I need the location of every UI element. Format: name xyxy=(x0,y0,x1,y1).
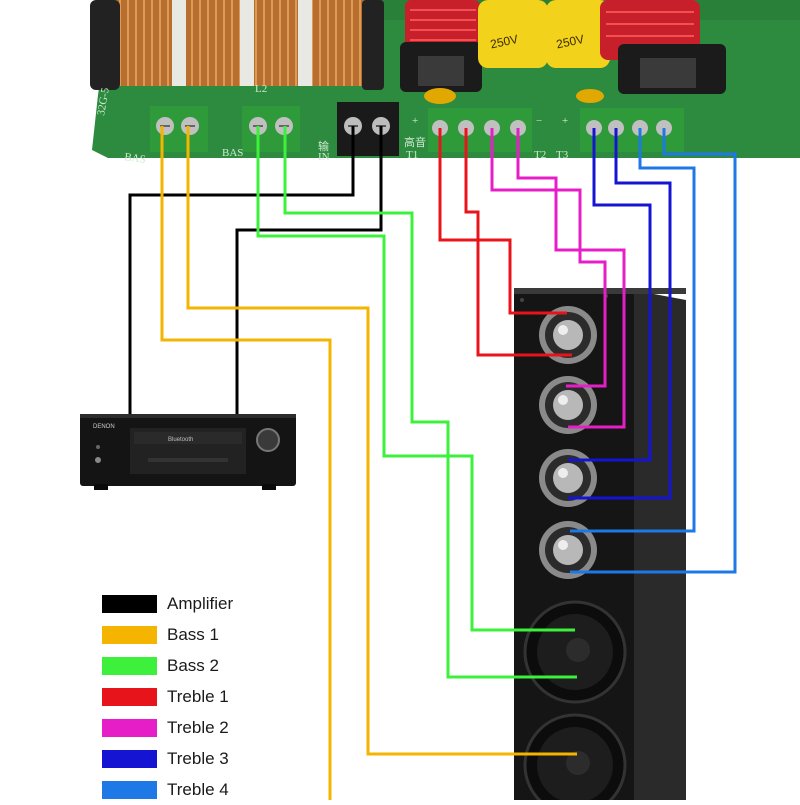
terminal-block-bass1[interactable] xyxy=(150,106,208,152)
silk-bass-a: BAS xyxy=(124,151,147,166)
wire-treble2-b xyxy=(516,128,626,429)
legend-item-treble3: Treble 3 xyxy=(102,743,362,774)
terminal-block-treble12[interactable] xyxy=(428,108,532,152)
power-button[interactable] xyxy=(95,457,101,463)
legend-swatch xyxy=(102,749,157,768)
tower-speaker xyxy=(514,288,686,800)
legend-label: Amplifier xyxy=(167,593,234,613)
svg-text:250V: 250V xyxy=(555,32,585,52)
wire-bass2-a xyxy=(256,126,575,632)
svg-text:250V: 250V xyxy=(489,32,519,52)
legend-item-bass2: Bass 2 xyxy=(102,650,362,681)
red-inductor-right xyxy=(600,0,726,94)
red-inductor-left xyxy=(400,0,482,92)
wire-amplifier-2 xyxy=(235,126,383,414)
silk-bass-b: BAS xyxy=(222,147,243,159)
wire-treble3-a xyxy=(568,128,652,462)
legend-swatch xyxy=(102,718,157,737)
silk-code: 32G-5 xyxy=(95,86,112,116)
silk-plus-a: + xyxy=(412,115,418,127)
wire-treble1-b xyxy=(464,128,572,357)
legend-item-treble2: Treble 2 xyxy=(102,712,362,743)
silk-plus-b: + xyxy=(562,115,568,127)
silk-t3: T3 xyxy=(556,149,569,161)
wire-bass1-b xyxy=(186,126,577,756)
speaker-side xyxy=(632,290,686,800)
silk-t1: T1 xyxy=(406,149,418,161)
legend-swatch xyxy=(102,656,157,675)
legend-label: Bass 2 xyxy=(167,655,219,675)
wire-bass2-b xyxy=(283,126,577,679)
legend-label: Treble 1 xyxy=(167,686,229,706)
wire-treble4-b xyxy=(570,128,737,574)
wire-bass1-a xyxy=(160,126,332,800)
legend-swatch xyxy=(102,594,157,613)
crossover-board: 250V 250V xyxy=(90,0,800,166)
silk-t2: T2 xyxy=(534,149,546,161)
legend-swatch xyxy=(102,625,157,644)
wire-treble3-b xyxy=(568,128,672,500)
wires xyxy=(128,126,737,800)
capacitor-2: 250V xyxy=(546,0,610,68)
legend-label: Treble 2 xyxy=(167,717,229,737)
receiver-display-text: Bluetooth xyxy=(168,437,193,443)
silk-input-en: IN xyxy=(318,151,330,163)
woofer-2 xyxy=(523,713,627,800)
legend-swatch xyxy=(102,687,157,706)
wire-color-legend: Amplifier Bass 1 Bass 2 Treble 1 Treble … xyxy=(102,588,362,805)
legend-item-amplifier: Amplifier xyxy=(102,588,362,619)
capacitor-1: 250V xyxy=(478,0,548,68)
silk-minus: − xyxy=(536,115,542,127)
legend-label: Bass 1 xyxy=(167,624,219,644)
av-receiver: DENON Bluetooth xyxy=(80,414,296,490)
terminal-block-input[interactable] xyxy=(337,102,399,156)
volume-knob[interactable] xyxy=(256,428,280,452)
legend-label: Treble 3 xyxy=(167,748,229,768)
tweeter-3 xyxy=(539,449,597,507)
inductor-coil xyxy=(90,0,384,90)
tweeter-1 xyxy=(539,306,597,364)
wire-amplifier-1 xyxy=(128,126,355,414)
woofer-1 xyxy=(523,600,627,704)
legend-label: Treble 4 xyxy=(167,779,229,799)
receiver-brand: DENON xyxy=(93,424,115,430)
wire-treble4-a xyxy=(570,128,696,533)
silk-treble-cn: 高音 xyxy=(404,135,426,149)
wire-treble1-a xyxy=(438,128,567,315)
tweeter-2 xyxy=(539,376,597,434)
terminal-block-bass2[interactable] xyxy=(242,106,300,152)
legend-item-treble4: Treble 4 xyxy=(102,774,362,805)
wire-treble2-a xyxy=(490,128,607,388)
terminal-block-treble34[interactable] xyxy=(580,108,684,152)
legend-swatch xyxy=(102,780,157,799)
silk-l2: L2 xyxy=(255,83,267,95)
silk-input-cn: 输 xyxy=(318,139,329,153)
legend-item-treble1: Treble 1 xyxy=(102,681,362,712)
tweeter-4 xyxy=(539,521,597,579)
legend-item-bass1: Bass 1 xyxy=(102,619,362,650)
